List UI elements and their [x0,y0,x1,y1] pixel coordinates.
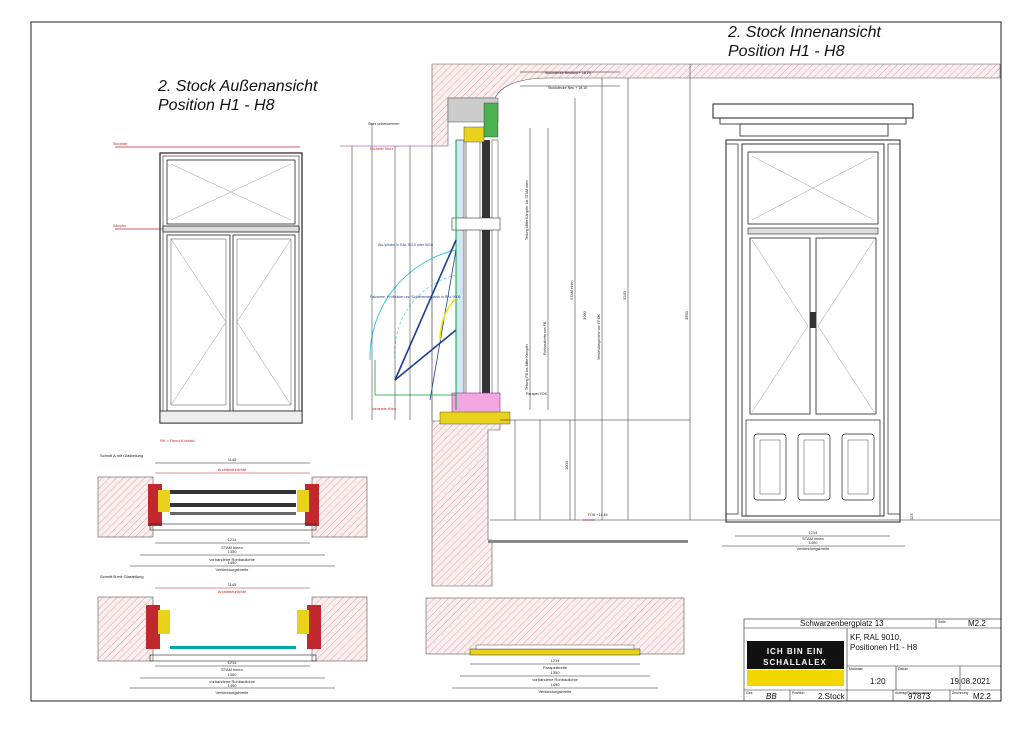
rk-legend: RK = Reed-Kontakt [160,438,195,443]
svg-text:Verkleidungsbreite: Verkleidungsbreite [797,546,831,551]
svg-text:Stockdecke Bestand + 18,20: Stockdecke Bestand + 18,20 [545,71,591,75]
svg-text:1000: 1000 [564,460,569,470]
svg-text:STAM innen: STAM innen [221,545,243,550]
svg-text:1145: 1145 [228,457,237,462]
exterior-title-line1: 2. Stock Außenansicht [158,78,318,95]
svg-text:1490: 1490 [228,683,238,688]
interior-title: 2. Stock Innenansicht Position H1 - H8 [728,23,881,61]
project-name: Schwarzenbergplatz 13 [800,619,884,628]
interior-title-line1: 2. Stock Innenansicht [728,24,881,41]
svg-text:Parapetbreite: Parapetbreite [543,665,568,670]
svg-text:1214: 1214 [809,530,819,535]
date-label: Datum [898,667,909,671]
svg-text:FOK +14,45: FOK +14,45 [588,513,607,517]
svg-text:Parapet FOK: Parapet FOK [526,392,548,396]
svg-text:Architekturlichte: Architekturlichte [218,589,247,594]
svg-text:SCHALLALEX: SCHALLALEX [763,658,827,667]
sheet-number: M2.2 [968,619,986,628]
svg-text:vorhandene Rohbaulichte: vorhandene Rohbaulichte [209,679,255,684]
drawing-label: Zeichnung [952,691,969,695]
svg-text:niederste Höhe: niederste Höhe [372,407,396,411]
svg-text:1145: 1145 [228,582,237,587]
svg-text:3250: 3250 [622,290,627,300]
svg-text:Alu-Winkel in RAL 9010 oder 90: Alu-Winkel in RAL 9010 oder 9016 [378,243,433,247]
scale-value: 1:20 [870,677,886,686]
svg-text:3550: 3550 [684,310,689,320]
svg-text:1350: 1350 [228,672,238,677]
date-value: 19.08.2021 [950,677,991,686]
svg-text:1214: 1214 [228,660,238,665]
svg-text:Verkleidungshöhe von FFOK: Verkleidungshöhe von FFOK [597,313,601,360]
section-b-plan: 1145 Architekturlichte 1214 STAM innen 1… [97,582,368,695]
svg-text:ICH BIN EIN: ICH BIN EIN [767,647,823,656]
description-line1: KF, RAL 9010, [850,633,902,642]
exterior-title-line2: Position H1 - H8 [158,97,275,114]
vertical-section: Stockdecke Bestand + 18,20 Stockdecke Ne… [340,63,1001,587]
svg-text:Rohbaulichte von FB: Rohbaulichte von FB [543,321,547,355]
svg-text:1490: 1490 [809,540,819,545]
position-label: Position [792,691,805,695]
svg-text:höchster Sturz: höchster Sturz [370,147,393,151]
svg-text:vorhandene Rohbaulichte: vorhandene Rohbaulichte [209,557,255,562]
svg-text:STAM innen: STAM innen [221,667,243,672]
exterior-elevation: Sturzlinie Kämpfer [113,142,303,424]
logo-yellow-bar [747,670,844,686]
svg-text:STAM innen: STAM innen [570,280,574,300]
svg-text:Stockdecke Neu + 18,10: Stockdecke Neu + 18,10 [548,86,587,90]
position-value: 2.Stock [818,692,845,701]
drawing-number: M2.2 [973,692,991,701]
section-a-plan: 1145 Architekturlichte 1214 STAM innen 1… [97,457,368,572]
svg-text:1350: 1350 [551,670,561,675]
svg-text:1490: 1490 [228,560,238,565]
interior-title-line2: Position H1 - H8 [728,43,845,60]
svg-text:Teilung FB bis Mitte Kämpfer: Teilung FB bis Mitte Kämpfer [525,343,529,390]
svg-text:3090: 3090 [582,310,587,320]
svg-text:Kämpfer: Kämpfer [113,224,127,228]
drawn-by: BB [766,692,777,701]
svg-text:Verkleidungsbreite: Verkleidungsbreite [539,689,573,694]
parapet-plan: 1214 Parapetbreite 1350 vorhandene Rohba… [425,597,685,694]
svg-text:1490: 1490 [551,682,561,687]
drawn-label: Gez. [746,691,754,695]
svg-text:Sturz unbenommen: Sturz unbenommen [368,122,399,126]
title-block-frame [743,618,1002,702]
description-line2: Positionen H1 - H8 [850,643,918,652]
company-logo [747,641,844,669]
svg-text:1214: 1214 [551,658,561,663]
svg-text:1214: 1214 [228,537,238,542]
order-label: Auftrag/Projektnummer [895,691,931,695]
svg-text:1350: 1350 [228,549,238,554]
interior-elevation: 1214 STAM innen 1490 Verkleidungsbreite [690,103,1000,551]
svg-text:125: 125 [909,513,914,520]
sheet-frame [30,21,1002,702]
scale-label: Maßstab [849,667,863,671]
exterior-title: 2. Stock Außenansicht Position H1 - H8 [158,77,318,115]
svg-text:Architekturlichte: Architekturlichte [218,467,247,472]
svg-text:Teilung Mitte Kämpfer bis STAM: Teilung Mitte Kämpfer bis STAM oben [525,180,529,240]
svg-text:STAM innen: STAM innen [802,536,824,541]
svg-text:vorhandene Rohbaulichte: vorhandene Rohbaulichte [532,677,578,682]
section-b-label: Schnitt B mit Glasteilung [100,574,144,579]
section-a-label: Schnitt A mit Glasteilung [100,453,144,458]
svg-text:Sturzlinie: Sturzlinie [113,142,127,146]
svg-text:Falzarme, Profilräder und Schi: Falzarme, Profilräder und Schiebemechani… [370,295,461,299]
svg-text:Verkleidungsbreite: Verkleidungsbreite [216,567,250,572]
sheet-label: Seite [938,620,946,624]
svg-text:Verkleidungsbreite: Verkleidungsbreite [216,690,250,695]
order-number: 97873 [908,692,931,701]
